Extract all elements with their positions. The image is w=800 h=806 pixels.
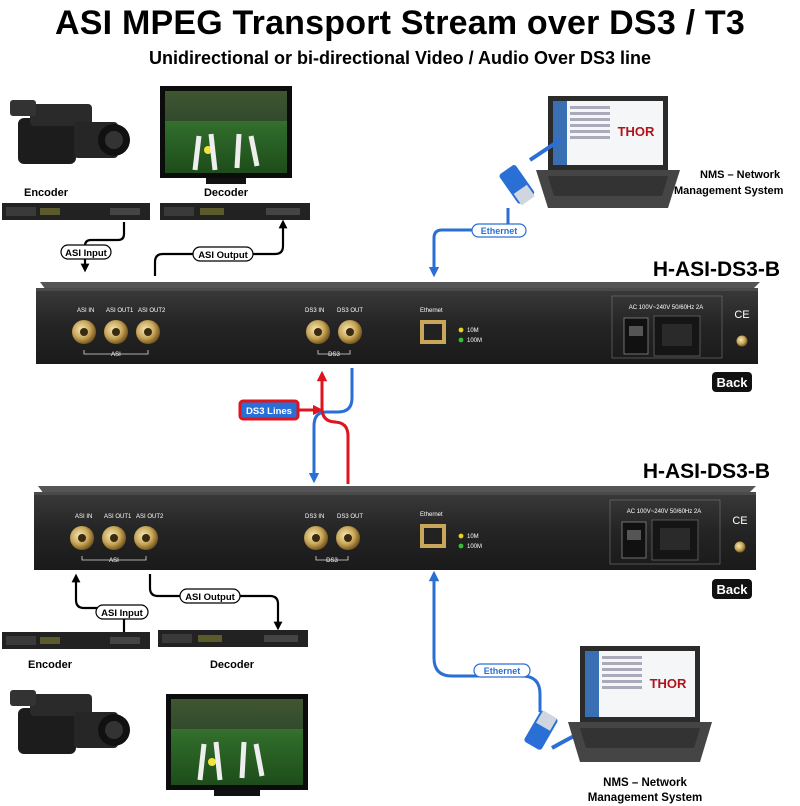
svg-text:100M: 100M xyxy=(467,544,482,550)
bnc-connector-ds3-in-bottom xyxy=(304,526,328,550)
svg-text:ASI: ASI xyxy=(109,558,119,564)
rj45-plug-icon xyxy=(499,165,535,206)
asi-input-tag xyxy=(60,244,112,260)
ethernet-cable-top xyxy=(428,208,510,278)
svg-text:DS3 Lines: DS3 Lines xyxy=(246,406,292,417)
svg-text:ASI: ASI xyxy=(111,352,121,358)
bnc-connector-asi-in-top xyxy=(72,320,96,344)
tv-monitor-icon xyxy=(160,86,292,184)
asi-input-tag-bottom xyxy=(95,604,149,620)
ac-inlet-top xyxy=(653,315,701,357)
bnc-connector-asi-in-bottom xyxy=(70,526,94,550)
svg-text:ASI OUT2: ASI OUT2 xyxy=(138,308,166,314)
nms-label-line2: Management System xyxy=(674,185,784,197)
svg-text:DS3 IN: DS3 IN xyxy=(305,308,324,314)
asi-output-tag xyxy=(192,246,254,262)
ground-screw-top xyxy=(736,335,748,347)
encoder-device xyxy=(2,203,150,220)
svg-text:ASI Input: ASI Input xyxy=(101,608,144,619)
power-switch-top xyxy=(623,317,649,355)
svg-text:Ethernet: Ethernet xyxy=(481,226,518,236)
svg-text:Back: Back xyxy=(716,375,748,390)
svg-text:10M: 10M xyxy=(467,534,479,540)
nms-label-line1-bottom: NMS – Network xyxy=(603,777,687,789)
svg-text:AC 100V~240V 50/60Hz 2A: AC 100V~240V 50/60Hz 2A xyxy=(629,305,704,311)
model-label-top: H-ASI-DS3-B xyxy=(653,258,780,281)
bnc-connector-asi-out1-bottom xyxy=(102,526,126,550)
led-100m-bottom xyxy=(458,543,464,549)
ethernet-tag-bottom xyxy=(473,663,531,678)
camcorder-icon xyxy=(10,100,130,164)
rj45-plug-icon-bottom xyxy=(524,710,558,750)
bnc-connector-asi-out2-bottom xyxy=(134,526,158,550)
svg-text:AC 100V~240V 50/60Hz 2A: AC 100V~240V 50/60Hz 2A xyxy=(627,509,702,515)
svg-text:ASI OUT1: ASI OUT1 xyxy=(104,514,132,520)
decoder-label-bottom: Decoder xyxy=(210,659,255,671)
ce-mark-bottom: CE xyxy=(732,515,747,527)
encoder-label: Encoder xyxy=(24,187,69,199)
bnc-connector-asi-out2-top xyxy=(136,320,160,344)
model-label-bottom: H-ASI-DS3-B xyxy=(643,460,770,483)
ground-screw-bottom xyxy=(734,541,746,553)
svg-text:Ethernet: Ethernet xyxy=(484,666,521,676)
page-subtitle: Unidirectional or bi-directional Video /… xyxy=(148,48,652,68)
bnc-connector-ds3-out-bottom xyxy=(336,526,360,550)
power-switch-bottom xyxy=(621,521,647,559)
tv-monitor-icon-bottom xyxy=(166,694,308,796)
nms-label-line1: NMS – Network xyxy=(700,169,781,181)
ac-inlet-bottom xyxy=(651,519,699,561)
svg-text:100M: 100M xyxy=(467,338,482,344)
svg-text:DS3: DS3 xyxy=(326,558,338,564)
encoder-device-bottom xyxy=(2,632,150,649)
ds3-cable-red xyxy=(316,370,350,484)
thor-logo: THOR xyxy=(618,124,655,139)
back-tag-top xyxy=(712,372,752,392)
ethernet-cable-upper xyxy=(528,138,562,162)
svg-text:ASI OUT2: ASI OUT2 xyxy=(136,514,164,520)
ds3-cable-blue xyxy=(308,368,354,484)
svg-text:Ethernet: Ethernet xyxy=(420,308,443,314)
rj45-port-top xyxy=(420,320,446,344)
page-title: ASI MPEG Transport Stream over DS3 / T3 xyxy=(55,4,745,42)
svg-text:DS3 OUT: DS3 OUT xyxy=(337,308,363,314)
bnc-connector-ds3-in-top xyxy=(306,320,330,344)
thor-logo-bottom: THOR xyxy=(650,676,687,691)
asi-input-cable xyxy=(80,222,126,273)
ce-mark-top: CE xyxy=(734,309,749,321)
ds3-lines-tag xyxy=(238,399,300,421)
laptop-icon-bottom xyxy=(568,646,712,762)
laptop-icon xyxy=(536,96,680,208)
back-tag-bottom xyxy=(712,579,752,599)
svg-text:DS3 OUT: DS3 OUT xyxy=(337,514,363,520)
camcorder-icon-bottom xyxy=(10,690,130,754)
svg-text:ASI Output: ASI Output xyxy=(185,592,235,603)
svg-text:DS3 IN: DS3 IN xyxy=(305,514,324,520)
svg-text:ASI Output: ASI Output xyxy=(198,250,248,261)
led-10m-top xyxy=(458,327,464,333)
decoder-device-bottom xyxy=(158,630,308,647)
decoder-device xyxy=(160,203,310,220)
svg-text:ASI Input: ASI Input xyxy=(65,248,108,259)
led-10m-bottom xyxy=(458,533,464,539)
svg-text:DS3: DS3 xyxy=(328,352,340,358)
rj45-port-bottom xyxy=(420,524,446,548)
svg-text:ASI IN: ASI IN xyxy=(77,308,94,314)
svg-text:ASI OUT1: ASI OUT1 xyxy=(106,308,134,314)
bnc-connector-asi-out1-top xyxy=(104,320,128,344)
svg-text:Back: Back xyxy=(716,582,748,597)
svg-text:ASI IN: ASI IN xyxy=(75,514,92,520)
svg-text:Ethernet: Ethernet xyxy=(420,512,443,518)
encoder-label-bottom: Encoder xyxy=(28,659,73,671)
ethernet-cable-bottom xyxy=(428,570,542,712)
bnc-connector-ds3-out-top xyxy=(338,320,362,344)
svg-text:10M: 10M xyxy=(467,328,479,334)
led-100m-top xyxy=(458,337,464,343)
ethernet-tag-top xyxy=(471,223,527,238)
decoder-label: Decoder xyxy=(204,187,249,199)
asi-output-tag-bottom xyxy=(179,588,241,604)
nms-label-line2-bottom: Management System xyxy=(588,792,702,804)
